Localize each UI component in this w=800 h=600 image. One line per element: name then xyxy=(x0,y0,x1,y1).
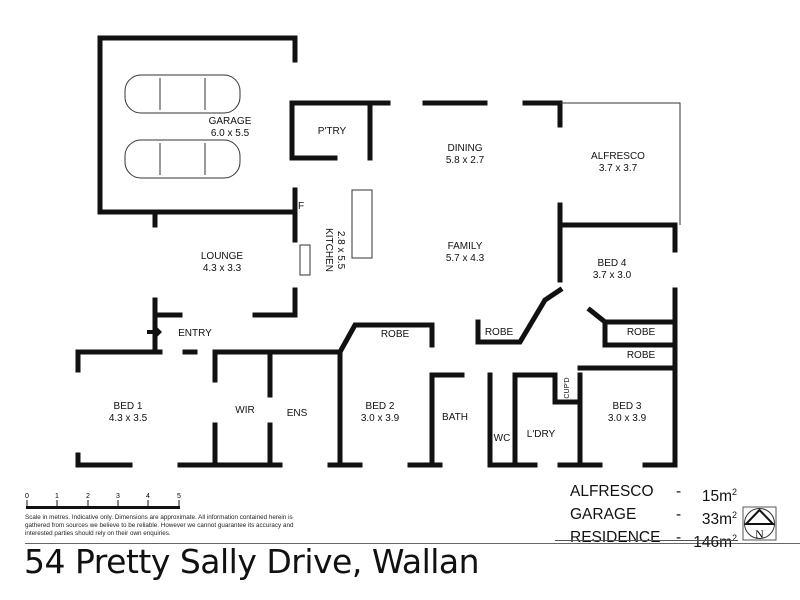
dining-size: 5.8 x 2.7 xyxy=(446,155,485,166)
kitchen-label: KITCHEN xyxy=(323,228,334,272)
robe-bed2-label: ROBE xyxy=(381,329,410,340)
north-compass-icon: N xyxy=(742,506,777,541)
garage-size: 6.0 x 5.5 xyxy=(211,128,250,139)
area-unit-sup: 2 xyxy=(731,510,737,521)
area-row: RESIDENCE - 146m2 xyxy=(570,529,737,552)
bed3-label: BED 3 xyxy=(613,401,642,412)
bed1-size: 4.3 x 3.5 xyxy=(109,413,148,424)
property-address: 54 Pretty Sally Drive, Wallan xyxy=(24,542,480,581)
area-sep: - xyxy=(676,529,682,547)
alfresco-label: ALFRESCO xyxy=(591,151,645,162)
scale-tick: 5 xyxy=(177,493,181,500)
divider xyxy=(25,543,800,544)
scale-tick: 3 xyxy=(116,493,120,500)
dining-label: DINING xyxy=(448,143,483,154)
area-row: ALFRESCO - 15m2 xyxy=(570,483,737,506)
compass-label: N xyxy=(755,527,764,541)
entry-arrow-icon xyxy=(147,325,162,339)
cupboard-label: CUP'D xyxy=(564,377,571,398)
area-name: ALFRESCO xyxy=(570,483,654,500)
disclaimer: Scale in metres. Indicative only. Dimens… xyxy=(25,514,294,537)
cars xyxy=(124,74,241,179)
garage-label: GARAGE xyxy=(209,116,252,127)
alfresco-outline xyxy=(299,102,681,276)
robe-bed3-label: ROBE xyxy=(627,350,656,361)
area-sep: - xyxy=(676,506,682,524)
family-label: FAMILY xyxy=(448,241,483,252)
area-sep: - xyxy=(676,483,682,500)
area-divider xyxy=(555,540,738,541)
area-unit-sup: 2 xyxy=(731,533,737,544)
area-name: GARAGE xyxy=(570,506,637,524)
area-name: RESIDENCE xyxy=(570,529,661,547)
wc-label: WC xyxy=(494,433,511,444)
area-value: 15m2 xyxy=(690,483,737,506)
area-value: 33m2 xyxy=(690,506,737,529)
scale-tick: 2 xyxy=(86,493,90,500)
kitchen-size: 2.8 x 5.5 xyxy=(335,231,346,270)
lounge-label: LOUNGE xyxy=(201,251,244,262)
area-row: GARAGE - 33m2 xyxy=(570,506,737,529)
bed3-size: 3.0 x 3.9 xyxy=(608,413,647,424)
entry-label: ENTRY xyxy=(178,328,212,339)
area-unit-sup: 2 xyxy=(731,487,737,497)
laundry-label: L'DRY xyxy=(527,429,556,440)
area-summary: ALFRESCO - 15m2 GARAGE - 33m2 RESIDENCE … xyxy=(570,483,737,552)
bath-label: BATH xyxy=(442,412,468,423)
area-value: 146m2 xyxy=(690,529,737,552)
area-value-text: 33m xyxy=(701,511,732,529)
area-value-text: 146m xyxy=(693,534,732,552)
robe-bed4-label: ROBE xyxy=(627,327,656,338)
room-labels: GARAGE 6.0 x 5.5 P'TRY DINING 5.8 x 2.7 … xyxy=(109,116,656,444)
scale-tick: 1 xyxy=(55,493,59,500)
area-value-text: 15m xyxy=(701,488,732,506)
lounge-size: 4.3 x 3.3 xyxy=(203,263,242,274)
pantry-label: P'TRY xyxy=(318,126,347,137)
robe-hall-label: ROBE xyxy=(485,327,514,338)
fridge-label: F xyxy=(298,201,304,212)
bed1-label: BED 1 xyxy=(114,401,143,412)
scale-bar: 0 1 2 3 4 5 xyxy=(25,493,181,509)
scale-tick: 4 xyxy=(146,493,150,500)
ens-label: ENS xyxy=(287,408,308,419)
bed4-size: 3.7 x 3.0 xyxy=(593,270,632,281)
family-size: 5.7 x 4.3 xyxy=(446,253,485,264)
bed2-size: 3.0 x 3.9 xyxy=(361,413,400,424)
alfresco-size: 3.7 x 3.7 xyxy=(599,163,638,174)
wir-label: WIR xyxy=(235,405,254,416)
walls xyxy=(75,35,678,468)
bed4-label: BED 4 xyxy=(598,258,627,269)
scale-tick: 0 xyxy=(25,493,29,500)
bed2-label: BED 2 xyxy=(366,401,395,412)
